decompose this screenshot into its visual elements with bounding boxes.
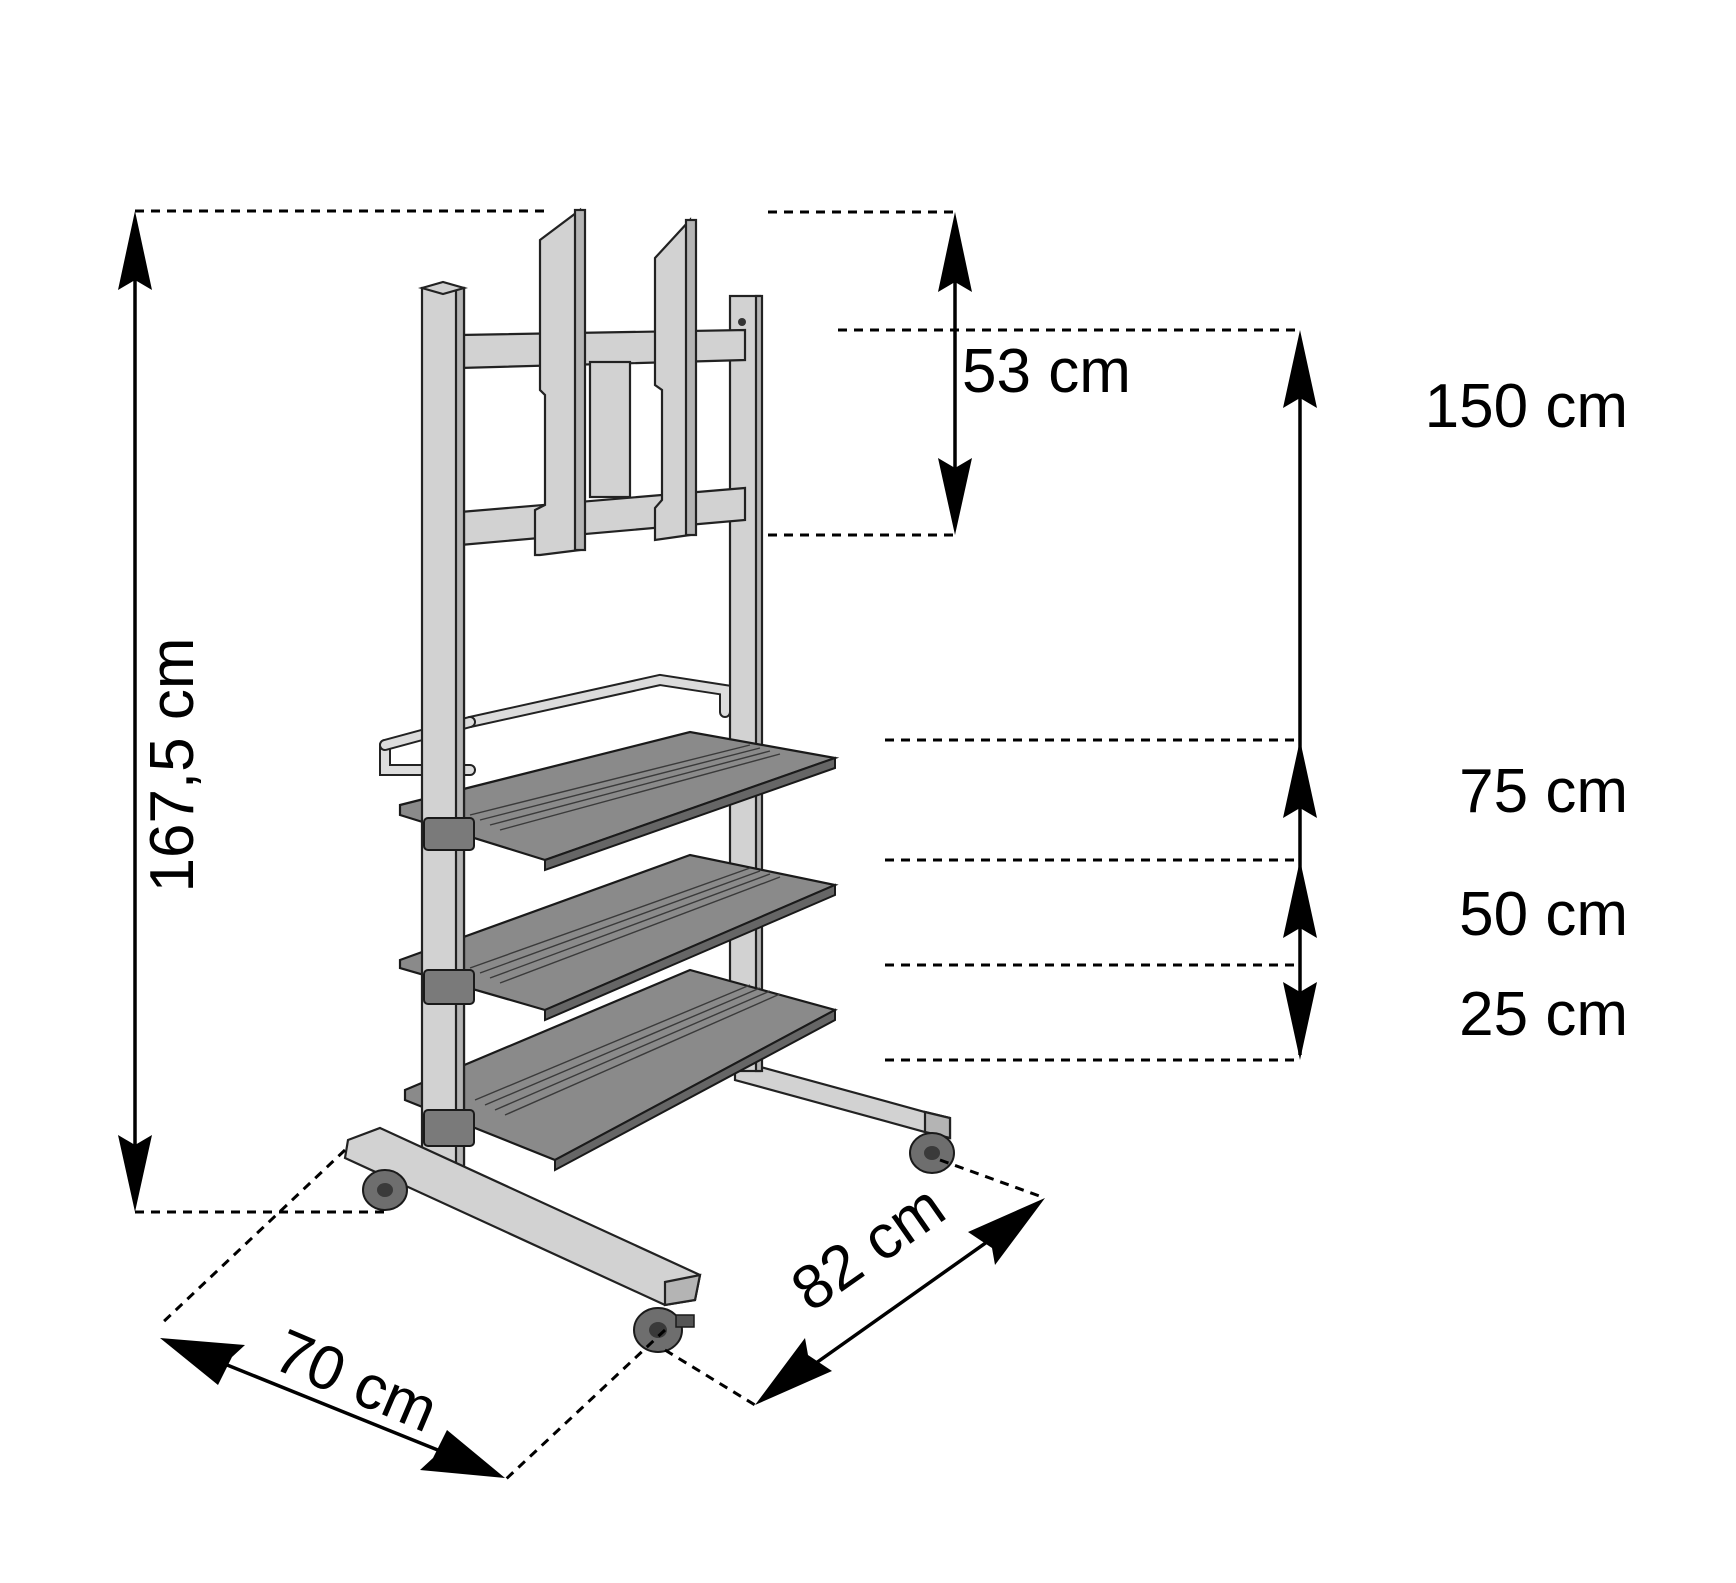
arrow-down-icon: [938, 458, 972, 535]
shelf-top: [398, 730, 840, 872]
shelf-middle: [398, 853, 839, 1022]
label-mount-height: 53 cm: [962, 337, 1131, 406]
arrow-up-icon: [1283, 860, 1317, 938]
label-base-width: 70 cm: [265, 1316, 447, 1445]
arrow-right-icon: [968, 1198, 1045, 1265]
mount-cross-bars: [458, 328, 747, 547]
base-width-line: [194, 1350, 471, 1465]
rear-wheel: [909, 1132, 955, 1174]
dimension-labels: 167,5 cm 53 cm 150 cm 75 cm 50 cm 25 cm …: [138, 337, 1628, 1446]
rear-base-rail: [733, 1058, 952, 1140]
label-shelf-middle: 50 cm: [1459, 880, 1628, 949]
arrow-up-icon: [938, 212, 972, 292]
dimension-lines: [118, 209, 1317, 1482]
front-base-rail: [343, 1126, 702, 1307]
left-upright: [417, 280, 469, 1195]
arrow-up-icon: [1283, 330, 1317, 408]
arrow-up-icon: [118, 211, 152, 290]
vesa-bracket-right: [653, 217, 698, 542]
shelf-clamps: [423, 817, 475, 1147]
label-upper-height: 150 cm: [1425, 372, 1628, 441]
arrow-left-icon: [160, 1338, 245, 1385]
label-base-depth: 82 cm: [779, 1172, 957, 1325]
label-shelf-top: 75 cm: [1459, 757, 1628, 826]
base-depth-line: [783, 1218, 1020, 1387]
vesa-bracket-left: [533, 207, 587, 557]
arrow-left-icon: [755, 1338, 832, 1405]
label-total-height: 167,5 cm: [138, 637, 207, 892]
arrow-right-icon: [420, 1430, 505, 1478]
shelf-bottom: [403, 968, 838, 1172]
tv-cart-illustration: [343, 207, 955, 1353]
label-shelf-bottom: 25 cm: [1459, 980, 1628, 1049]
arrow-up-icon: [1283, 740, 1317, 818]
arrow-down-icon: [1283, 982, 1317, 1060]
arrow-down-icon: [118, 1135, 152, 1212]
front-left-wheel: [362, 1169, 408, 1211]
right-upright: [728, 294, 764, 1073]
